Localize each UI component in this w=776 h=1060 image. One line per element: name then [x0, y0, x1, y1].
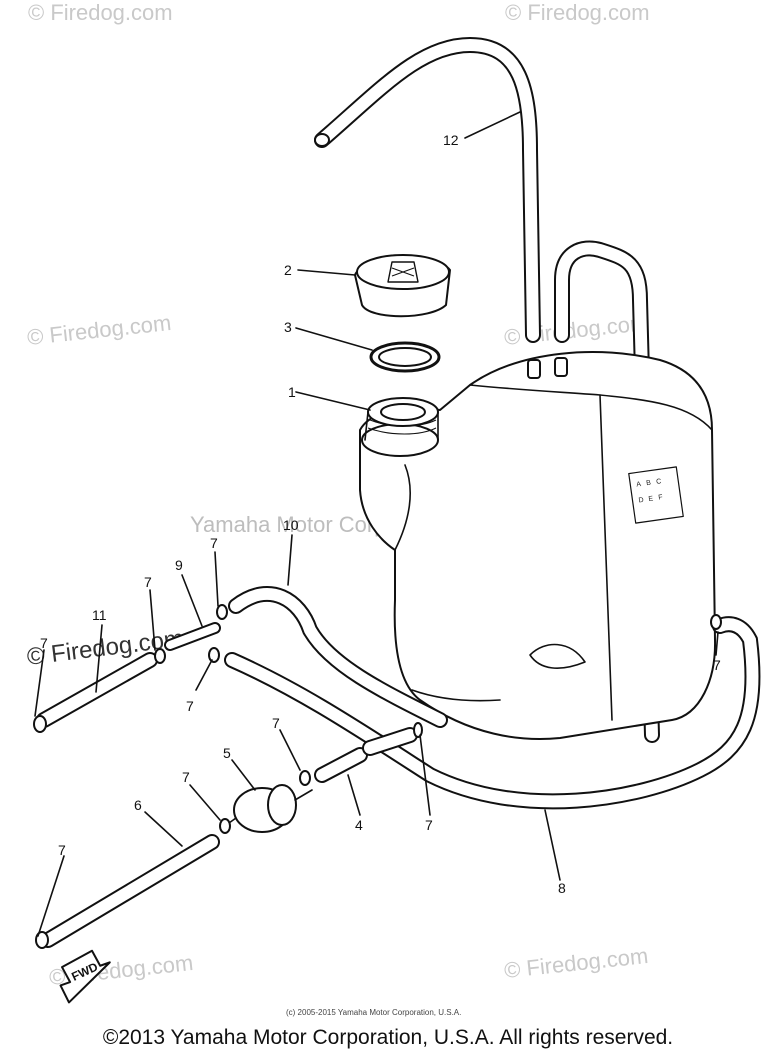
fuel-hose-loop — [224, 616, 761, 810]
gasket — [369, 341, 441, 373]
fuel-cap — [354, 254, 451, 318]
callout-6: 6 — [134, 797, 142, 813]
watermark-top-right: © Firedog.com — [505, 0, 650, 25]
callout-12: 12 — [443, 132, 459, 148]
callout-10: 10 — [283, 517, 299, 533]
warning-decal — [628, 466, 684, 524]
callout-9: 9 — [175, 557, 183, 573]
filler-neck — [361, 397, 439, 457]
callout-1: 1 — [288, 384, 296, 400]
callout-4: 4 — [355, 817, 363, 833]
decal-line-c: C — [656, 478, 662, 486]
callout-11: 11 — [92, 607, 107, 623]
callout-5: 5 — [223, 745, 231, 761]
fuel-hose-11 — [36, 652, 158, 728]
callout-7-d: 7 — [186, 698, 194, 714]
watermark-top-left: © Firedog.com — [28, 0, 173, 25]
fuel-hose-short — [314, 727, 418, 783]
hose-clips — [33, 604, 722, 949]
fuel-hose-6 — [40, 834, 220, 948]
callout-labels: 1 2 3 12 10 9 7 7 11 7 7 5 7 7 6 7 4 7 8… — [40, 132, 721, 896]
fuel-filter — [221, 784, 313, 833]
callout-8: 8 — [558, 880, 566, 896]
decal-line-a: A — [636, 481, 642, 489]
breather-hose — [554, 240, 660, 743]
callout-7-a: 7 — [210, 535, 218, 551]
watermark-mid-left: © Firedog.com — [26, 310, 172, 350]
decal-line-e: E — [648, 495, 654, 503]
leader-lines — [34, 111, 719, 937]
callout-3: 3 — [284, 319, 292, 335]
footer-copyright: ©2013 Yamaha Motor Corporation, U.S.A. A… — [102, 1026, 674, 1049]
watermark-bold: © Firedog.com — [25, 625, 185, 671]
callout-7-e: 7 — [272, 715, 280, 731]
vent-hose — [314, 36, 541, 343]
joint — [164, 622, 221, 651]
callout-7-b: 7 — [144, 574, 152, 590]
decal-line-b: B — [646, 480, 652, 488]
callout-7-g: 7 — [58, 842, 66, 858]
callout-7-i: 7 — [713, 657, 721, 673]
forward-arrow: FWD — [59, 949, 111, 1004]
fuel-tank: A B C D E F — [359, 351, 717, 741]
small-copyright: (c) 2005-2015 Yamaha Motor Corporation, … — [286, 1008, 461, 1017]
callout-7-f: 7 — [182, 769, 190, 785]
callout-7-h: 7 — [425, 817, 433, 833]
decal-line-d: D — [638, 497, 644, 505]
fuel-hose-upper — [228, 586, 448, 728]
watermark-bottom-right: © Firedog.com — [503, 943, 649, 983]
callout-7-c: 7 — [40, 635, 48, 651]
callout-2: 2 — [284, 262, 292, 278]
decal-line-f: F — [658, 494, 663, 502]
